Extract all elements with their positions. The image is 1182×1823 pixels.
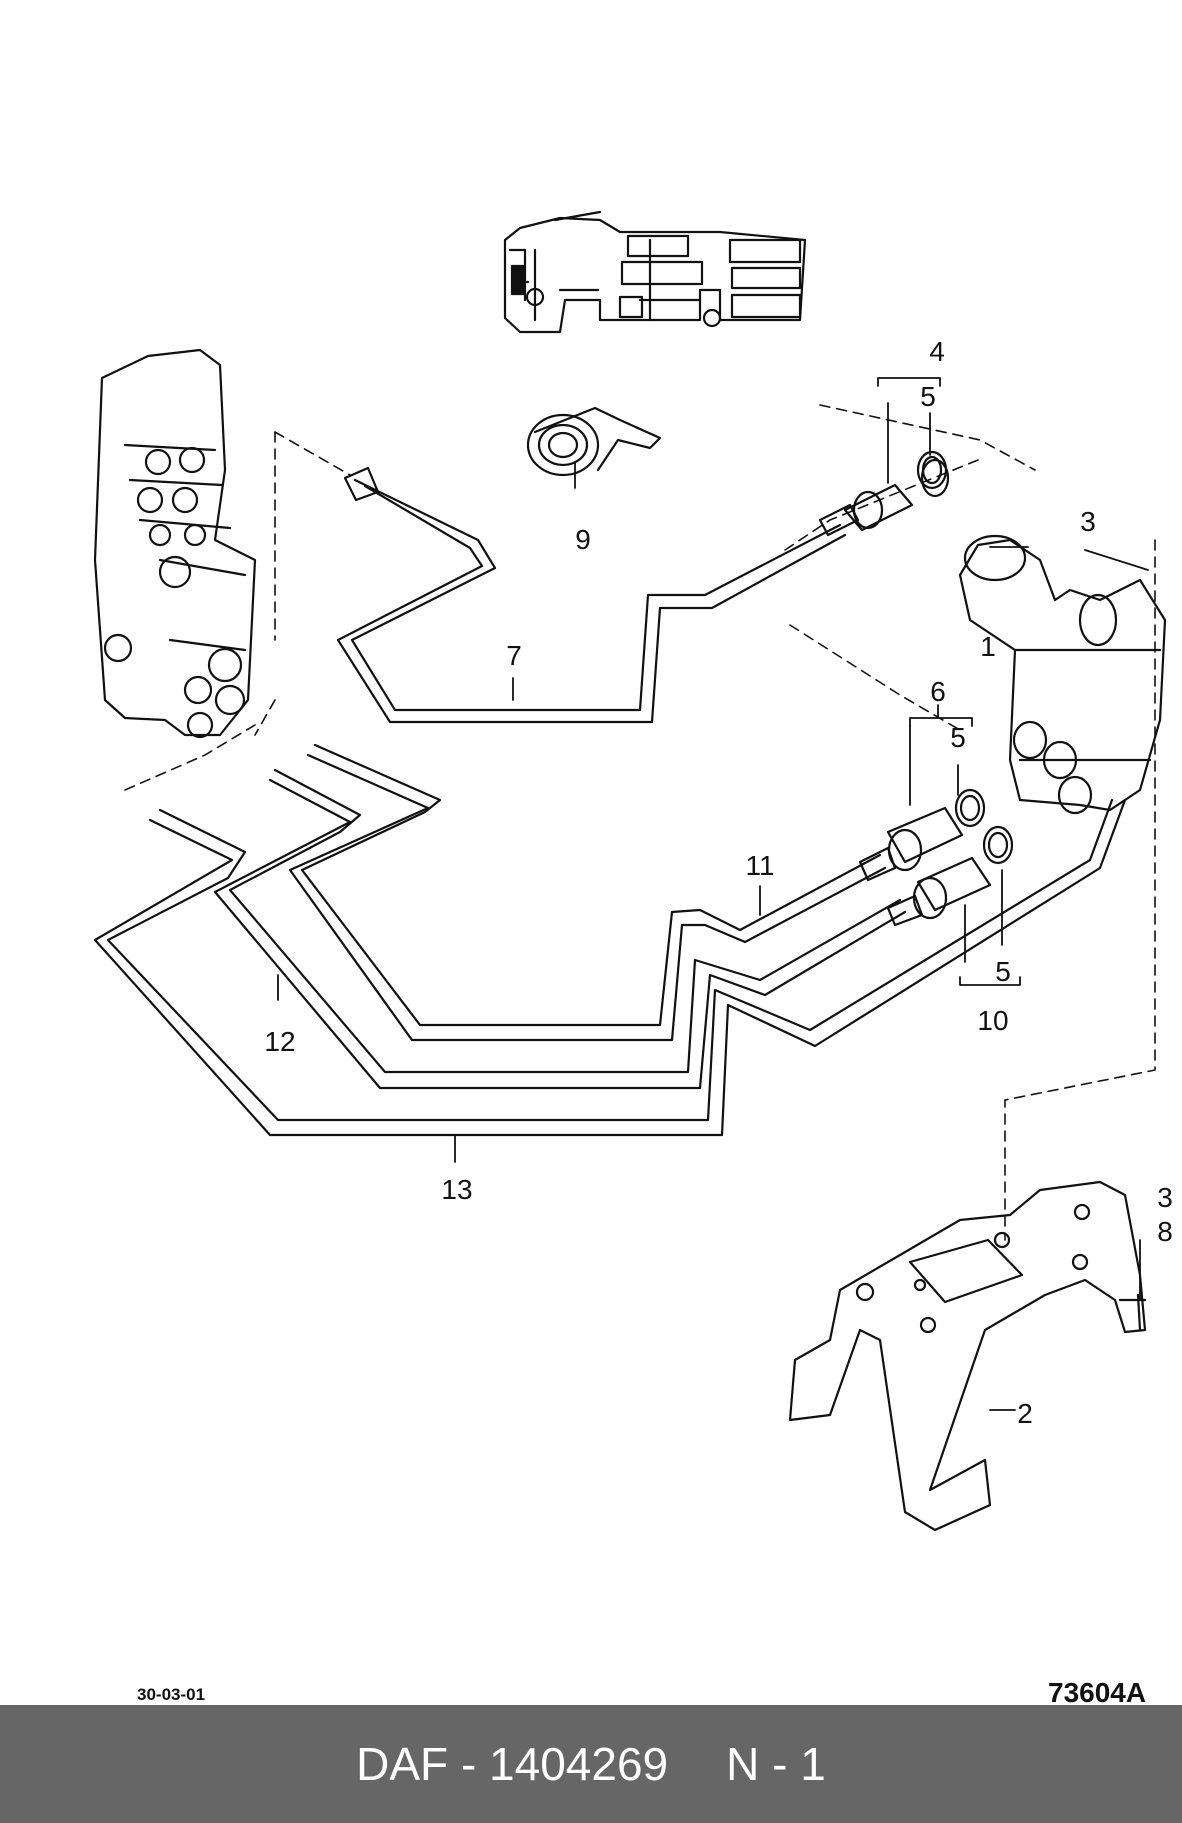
callout-10: 10 bbox=[977, 1005, 1009, 1036]
leader-lines bbox=[277, 377, 1149, 1411]
callout-12: 12 bbox=[264, 1026, 296, 1057]
o-ring-5a bbox=[916, 450, 948, 490]
callout-3a: 3 bbox=[1080, 506, 1096, 537]
date-code: 30-03-01 bbox=[137, 1685, 206, 1704]
callout-2: 2 bbox=[1017, 1398, 1033, 1429]
truck-locator-thumbnail bbox=[503, 210, 807, 334]
callout-13: 13 bbox=[441, 1174, 473, 1205]
fitting-4 bbox=[818, 458, 950, 537]
callout-7: 7 bbox=[506, 640, 522, 671]
callout-5c: 5 bbox=[995, 956, 1011, 987]
dashed-assembly-lines bbox=[124, 404, 1156, 1241]
pipe-13 bbox=[93, 798, 1127, 1137]
valve-block bbox=[93, 348, 257, 739]
callout-5b: 5 bbox=[950, 722, 966, 753]
hydraulic-line-exploded-diagram bbox=[93, 210, 1167, 1532]
o-ring-5b bbox=[954, 788, 986, 828]
footer-bar: DAF - 1404269 N - 1 bbox=[0, 1705, 1182, 1823]
footer-separator: - bbox=[460, 1738, 477, 1790]
callout-8: 8 bbox=[1157, 1216, 1173, 1247]
callout-5a: 5 bbox=[920, 381, 936, 412]
callout-6: 6 bbox=[930, 676, 946, 707]
bracket-2 bbox=[788, 1180, 1147, 1532]
drawing-number: 73604A bbox=[1048, 1677, 1147, 1708]
pipe-11 bbox=[288, 743, 887, 1042]
callout-4: 4 bbox=[929, 336, 945, 367]
fitting-6 bbox=[858, 806, 964, 882]
callout-1: 1 bbox=[980, 631, 996, 662]
footer-brand: DAF bbox=[356, 1738, 449, 1790]
pipe-12 bbox=[213, 768, 907, 1090]
callout-11: 11 bbox=[745, 850, 775, 881]
footer-variant: N - 1 bbox=[726, 1738, 826, 1790]
fitting-10 bbox=[886, 856, 992, 927]
callout-9: 9 bbox=[575, 524, 591, 555]
callout-3b: 3 bbox=[1157, 1182, 1173, 1213]
footer-part-number: 1404269 bbox=[489, 1738, 669, 1790]
o-ring-5c bbox=[982, 825, 1014, 865]
sealing-tape-9 bbox=[526, 406, 662, 477]
hand-control-valve-1 bbox=[958, 534, 1167, 815]
pipe-7 bbox=[336, 466, 847, 724]
